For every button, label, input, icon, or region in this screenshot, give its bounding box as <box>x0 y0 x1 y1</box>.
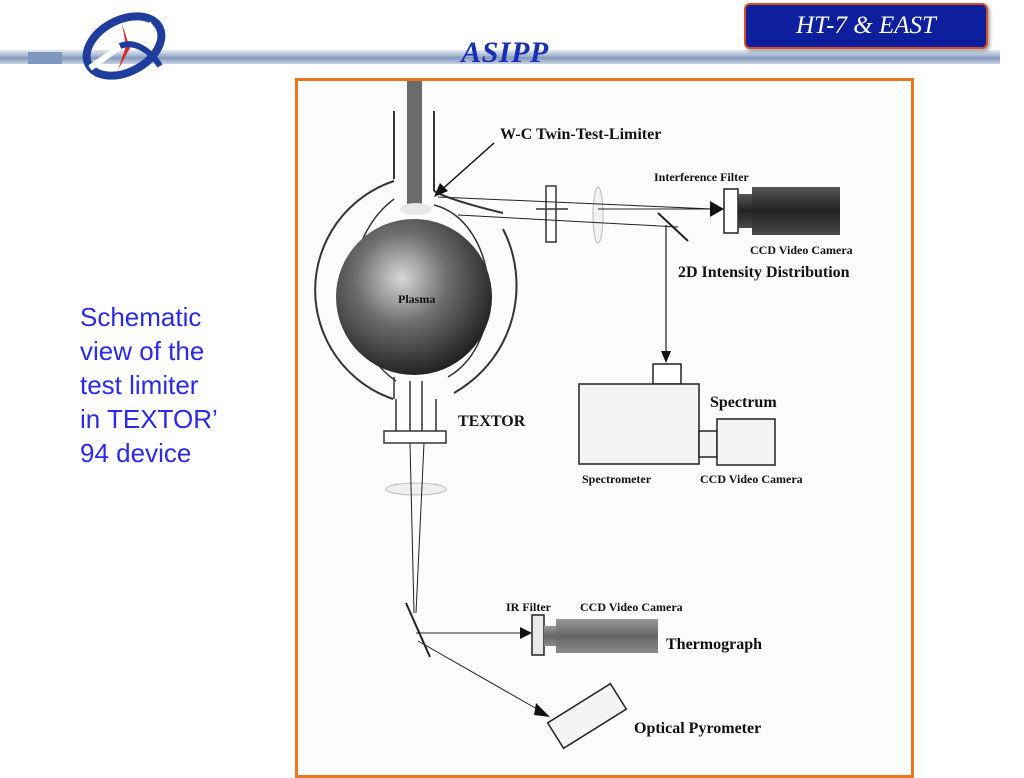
ccd-camera-top-label: CCD Video Camera <box>750 243 853 257</box>
limiter-pointer-arrow <box>437 142 495 194</box>
caption-line: 94 device <box>80 438 192 468</box>
ccd-camera-top-body <box>752 187 840 235</box>
interference-filter <box>723 188 739 234</box>
focusing-lens <box>592 186 604 244</box>
ccd-camera-bottom-label: CCD Video Camera <box>580 600 683 614</box>
spectrometer <box>578 383 700 465</box>
header-bar <box>0 50 1000 64</box>
light-path <box>457 214 679 228</box>
caption-line: in TEXTOR’ <box>80 404 218 434</box>
spectrum-label: Spectrum <box>710 394 777 411</box>
textor-vessel <box>453 228 518 394</box>
ccd-camera-bottom <box>556 619 658 653</box>
spectrometer-input <box>652 363 682 385</box>
light-path <box>415 442 425 614</box>
spectrometer-arrowhead <box>661 351 671 363</box>
plasma-ball <box>336 219 492 375</box>
plasma-label: Plasma <box>398 292 435 306</box>
caption-line: view of the <box>80 336 205 366</box>
ir-filter <box>531 614 545 656</box>
header-bar-left-segment <box>28 52 62 64</box>
limiter-rod <box>407 81 422 206</box>
beam-splitter <box>657 212 689 242</box>
thermograph-label: Thermograph <box>666 636 762 653</box>
ccd-camera-top <box>738 194 752 228</box>
ir-filter-label: IR Filter <box>506 600 552 614</box>
asipp-logo-icon <box>82 12 166 80</box>
light-path <box>409 442 415 614</box>
light-path <box>417 640 545 714</box>
light-path <box>437 196 714 210</box>
app-title: ASIPP <box>461 36 549 69</box>
textor-label: TEXTOR <box>458 413 526 430</box>
ccd-camera-mid-mount <box>698 430 718 458</box>
schematic-figure: Plasma W-C Twin-Test-Limiter Interferenc… <box>295 78 914 778</box>
filter-arrowhead <box>710 201 724 217</box>
observation-window <box>545 185 557 243</box>
bottom-lens <box>385 482 447 496</box>
mirror <box>405 602 431 658</box>
ccd-camera-bottom-mount <box>544 626 556 646</box>
limiter-label: W-C Twin-Test-Limiter <box>500 126 661 143</box>
schematic-diagram: Plasma W-C Twin-Test-Limiter Interferenc… <box>314 81 853 750</box>
pyrometer-label: Optical Pyrometer <box>634 720 761 737</box>
slide-caption: Schematic view of the test limiter in TE… <box>80 300 280 470</box>
optical-pyrometer <box>546 682 628 750</box>
thermograph-arrowhead <box>520 627 532 639</box>
interference-filter-label: Interference Filter <box>654 170 749 184</box>
textor-vessel <box>433 190 504 214</box>
limiter-glow <box>400 203 432 215</box>
bottom-window <box>383 430 447 444</box>
caption-line: test limiter <box>80 370 199 400</box>
ccd-camera-mid <box>716 418 776 466</box>
intensity-label: 2D Intensity Distribution <box>678 264 850 281</box>
spectrometer-label: Spectrometer <box>582 472 652 486</box>
textor-vessel <box>314 180 395 400</box>
caption-line: Schematic <box>80 302 202 332</box>
project-badge: HT-7 & EAST <box>744 3 988 49</box>
limiter-pointer-arrowhead <box>434 183 448 197</box>
pyrometer-arrowhead <box>534 703 550 717</box>
ccd-camera-mid-label: CCD Video Camera <box>700 472 803 486</box>
